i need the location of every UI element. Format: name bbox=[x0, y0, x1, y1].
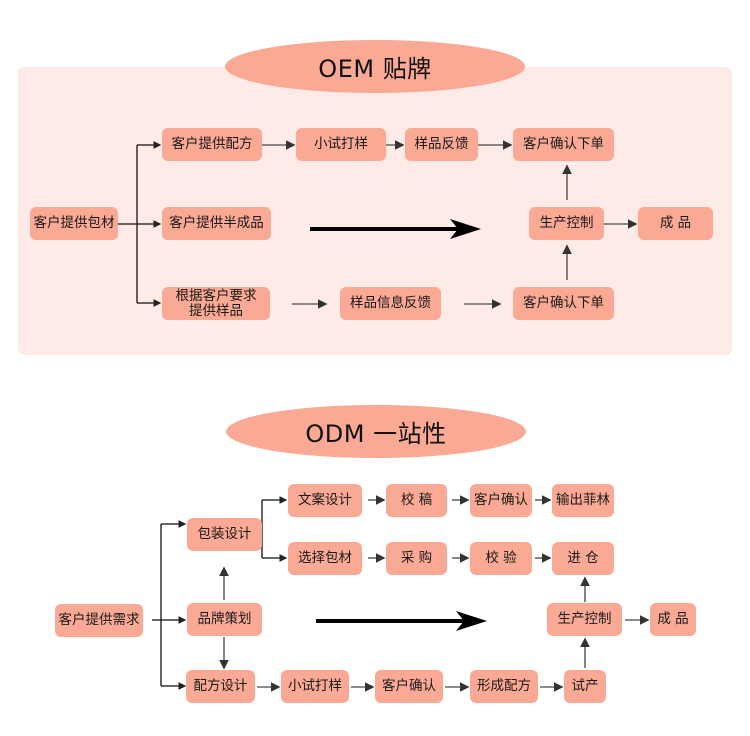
oem-row1-step-3: 样品反馈 bbox=[405, 128, 478, 161]
oem-row2-start: 客户提供半成品 bbox=[162, 207, 271, 240]
odm-packaging-design: 包装设计 bbox=[187, 518, 262, 551]
oem-row3-step-3: 客户确认下单 bbox=[513, 287, 614, 320]
oem-row1-step-2: 小试打样 bbox=[296, 128, 386, 161]
oem-finished-product: 成 品 bbox=[638, 207, 713, 240]
odm-flow-arrows bbox=[219, 495, 650, 692]
oem-branch-connector bbox=[118, 141, 162, 307]
odm-formula-step-2: 客户确认 bbox=[375, 670, 443, 703]
odm-pkg-row1-step-3: 客户确认 bbox=[470, 484, 532, 517]
odm-pkg-row2-step-1: 选择包材 bbox=[288, 542, 362, 575]
odm-formula-design: 配方设计 bbox=[186, 670, 255, 703]
odm-pkg-row2-step-4: 进 仓 bbox=[552, 542, 614, 575]
odm-formula-step-3: 形成配方 bbox=[470, 670, 538, 703]
oem-production-control: 生产控制 bbox=[529, 207, 604, 240]
odm-brand-planning: 品牌策划 bbox=[187, 603, 262, 636]
odm-pkg-row1-step-2: 校 稿 bbox=[386, 484, 447, 517]
odm-pkg-row1-step-4: 输出菲林 bbox=[552, 484, 614, 517]
oem-row1-step-1: 客户提供配方 bbox=[162, 128, 262, 161]
oem-row3-step-1: 根据客户要求 提供样品 bbox=[162, 287, 270, 320]
odm-bold-arrow bbox=[316, 611, 487, 631]
odm-finished-product: 成 品 bbox=[650, 603, 696, 636]
odm-branch-connector bbox=[152, 496, 288, 690]
oem-row3-step-2: 样品信息反馈 bbox=[340, 287, 441, 320]
odm-trial-production: 试产 bbox=[564, 670, 606, 703]
oem-title: OEM 贴牌 bbox=[225, 40, 525, 93]
odm-start-box: 客户提供需求 bbox=[55, 604, 143, 637]
oem-row1-step-4: 客户确认下单 bbox=[513, 128, 614, 161]
odm-formula-step-1: 小试打样 bbox=[281, 670, 349, 703]
odm-pkg-row1-step-1: 文案设计 bbox=[288, 484, 362, 517]
odm-title: ODM 一站性 bbox=[226, 405, 526, 458]
oem-start-box: 客户提供包材 bbox=[30, 207, 118, 240]
odm-pkg-row2-step-3: 校 验 bbox=[470, 542, 532, 575]
oem-bold-arrow bbox=[310, 219, 481, 239]
odm-production-control: 生产控制 bbox=[547, 603, 622, 636]
odm-pkg-row2-step-2: 采 购 bbox=[386, 542, 447, 575]
oem-flow-arrows bbox=[262, 140, 638, 309]
